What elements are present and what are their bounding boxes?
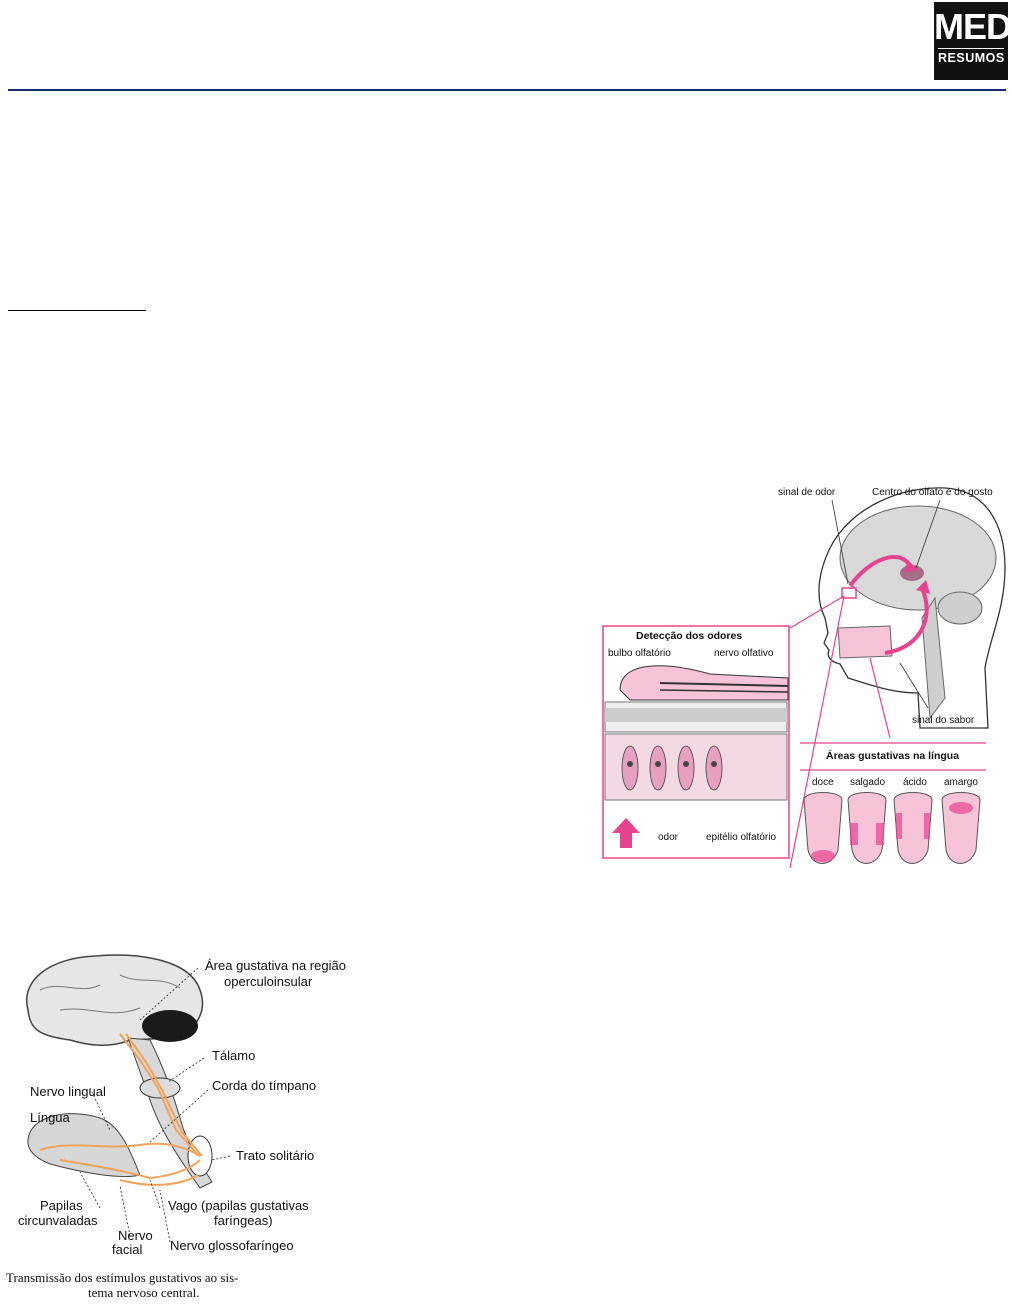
med-resumos-logo: MED RESUMOS <box>934 2 1012 80</box>
section-title-underline <box>8 310 146 311</box>
label-sour: ácido <box>903 777 927 788</box>
label-olfactory-bulb: bulbo olfatório <box>608 648 671 659</box>
label-chorda-tympani: Corda do tímpano <box>212 1078 316 1093</box>
odor-signal-arrow <box>848 555 912 588</box>
nerve-path-central <box>119 1033 199 1156</box>
brain-shape <box>839 505 997 611</box>
tongue-sour <box>893 792 933 864</box>
label-tongue: Língua <box>30 1110 71 1125</box>
label-taste-signal: sinal do sabor <box>912 715 975 726</box>
olfaction-taste-figure: sinal de odor Centro do olfato e do gost… <box>600 478 1012 870</box>
label-taste-areas: Áreas gustativas na língua <box>826 749 959 762</box>
label-salty: salgado <box>850 777 885 788</box>
figure-caption-line1: Transmissão dos estímulos gustativos ao … <box>6 1270 238 1285</box>
label-lingual-nerve: Nervo lingual <box>30 1084 106 1099</box>
label-operculoinsular: operculoinsular <box>224 974 313 989</box>
label-circumvallate: circunvaladas <box>18 1213 98 1228</box>
label-olfactory-epithelium: epitélio olfatório <box>706 832 776 843</box>
label-pharyngeal: faríngeas) <box>214 1213 273 1228</box>
tongue-salty <box>847 792 887 864</box>
label-sweet: doce <box>812 777 834 788</box>
odor-arrow <box>612 818 640 848</box>
taste-transmission-figure: Área gustativa na região operculoinsular… <box>0 950 392 1302</box>
label-vagus: Vago (papilas gustativas <box>168 1198 309 1213</box>
label-odor-detection: Detecção dos odores <box>636 630 742 642</box>
label-bitter: amargo <box>944 777 978 788</box>
taste-signal-arrow <box>884 587 929 655</box>
label-solitary-tract: Trato solitário <box>236 1148 314 1163</box>
logo-med-text: MED <box>934 6 1012 47</box>
label-odor: odor <box>658 832 679 843</box>
figure-caption-line2: tema nervoso central. <box>88 1285 200 1300</box>
olfactory-epithelium <box>604 733 788 801</box>
label-thalamus: Tálamo <box>212 1048 255 1063</box>
logo-resumos-text: RESUMOS <box>938 48 1004 65</box>
cerebellum-black <box>142 1010 198 1042</box>
oral-cavity <box>837 625 893 659</box>
label-papillae: Papilas <box>40 1198 83 1213</box>
label-glossopharyngeal: Nervo glossofaríngeo <box>170 1238 294 1253</box>
label-taste-area: Área gustativa na região <box>205 958 346 973</box>
label-olfactory-nerve: nervo olfativo <box>714 648 774 659</box>
label-odor-signal: sinal de odor <box>778 487 836 498</box>
label-smell-taste-center: Centro do olfato e do gosto <box>872 487 993 498</box>
cerebellum-shape <box>937 591 983 625</box>
label-facial-nerve: Nervo <box>118 1228 153 1243</box>
header-divider <box>8 89 1006 91</box>
label-facial: facial <box>112 1242 142 1257</box>
